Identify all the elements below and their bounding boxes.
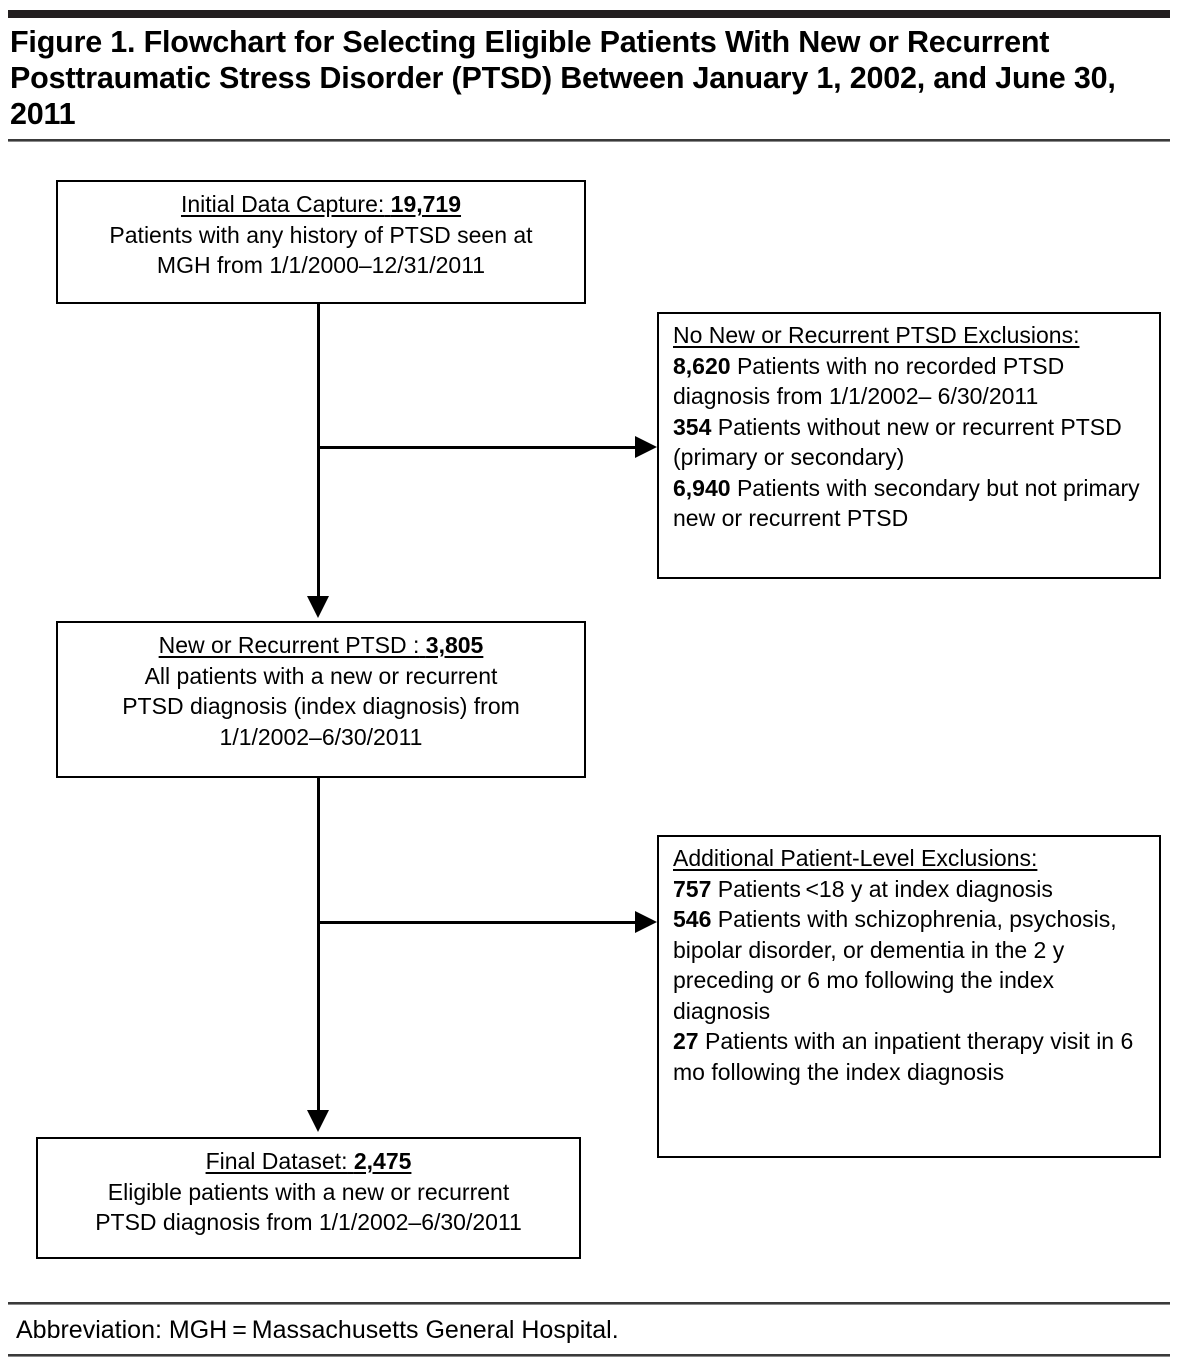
new-recurrent-line-3: PTSD diagnosis (index diagnosis) from — [122, 693, 520, 719]
node-new-or-recurrent-ptsd: New or Recurrent PTSD : 3,805 All patien… — [56, 621, 586, 778]
exclusions2-item: 546 Patients with schizophrenia, psychos… — [673, 904, 1151, 1026]
exclusions1-item-count: 6,940 — [673, 474, 731, 501]
exclusions1-header: No New or Recurrent PTSD Exclusions: — [673, 322, 1080, 348]
exclusions2-item-count: 757 — [673, 875, 712, 902]
exclusions2-item-count: 27 — [673, 1028, 699, 1054]
exclusions1-item-count: 8,620 — [673, 352, 731, 379]
initial-header-line: Initial Data Capture: 19,719 — [66, 189, 576, 220]
node-final-dataset: Final Dataset: 2,475 Eligible patients w… — [36, 1137, 581, 1259]
initial-line-3: MGH from 1/1/2000–12/31/2011 — [156, 252, 486, 278]
exclusions1-item-text: Patients with no recorded PTSD diagnosis… — [673, 352, 1065, 410]
final-header-line: Final Dataset: 2,475 — [46, 1146, 571, 1177]
connector-new-recurrent-to-exclusions2-line — [319, 921, 637, 924]
exclusions1-item: 8,620 Patients with no recorded PTSD dia… — [673, 351, 1151, 412]
exclusions2-item: 27 Patients with an inpatient therapy vi… — [673, 1026, 1151, 1087]
abbreviation-footnote: Abbreviation: MGH = Massachusetts Genera… — [16, 1316, 619, 1344]
new-recurrent-header-count: 3,805 — [425, 632, 484, 658]
connector-initial-to-exclusions1-line — [319, 446, 637, 449]
exclusions1-item-count: 354 — [673, 413, 712, 440]
initial-header-count: 19,719 — [390, 191, 462, 217]
connector-initial-to-exclusions1-arrowhead — [635, 436, 657, 458]
connector-new-recurrent-to-exclusions2-arrowhead — [635, 911, 657, 933]
new-recurrent-header-label: New or Recurrent PTSD : — [158, 632, 420, 658]
exclusions2-item-text: Patients with an inpatient therapy visit… — [673, 1028, 1134, 1085]
connector-new-recurrent-to-final-line — [317, 778, 320, 1115]
exclusions2-item-text: Patients with schizophrenia, psychosis, … — [673, 906, 1117, 1024]
exclusions2-item-count: 546 — [673, 906, 712, 932]
new-recurrent-line-2: All patients with a new or recurrent — [144, 662, 498, 689]
final-line-2: Eligible patients with a new or recurren… — [107, 1178, 510, 1205]
figure-title: Figure 1. Flowchart for Selecting Eligib… — [10, 25, 1116, 131]
exclusions2-header: Additional Patient-Level Exclusions: — [673, 845, 1038, 871]
exclusions2-item: 757 Patients <18 y at index diagnosis — [673, 874, 1151, 905]
final-line-3: PTSD diagnosis from 1/1/2002–6/30/2011 — [95, 1209, 522, 1235]
new-recurrent-header-line: New or Recurrent PTSD : 3,805 — [66, 630, 576, 661]
footer-divider-rule-bottom — [8, 1354, 1170, 1357]
node-initial-data-capture: Initial Data Capture: 19,719 Patients wi… — [56, 180, 586, 304]
exclusions2-item-text: Patients <18 y at index diagnosis — [711, 875, 1053, 902]
exclusions1-item-text: Patients with secondary but not primary … — [673, 474, 1140, 532]
initial-header-label: Initial Data Capture: — [180, 191, 385, 217]
new-recurrent-line-4: 1/1/2002–6/30/2011 — [219, 723, 423, 750]
connector-initial-to-new-recurrent-arrowhead — [307, 596, 329, 618]
connector-initial-to-new-recurrent-line — [317, 304, 320, 604]
title-divider-rule — [8, 139, 1170, 142]
footer-divider-rule-top — [8, 1302, 1170, 1305]
node-additional-patient-level-exclusions: Additional Patient-Level Exclusions: 757… — [657, 835, 1161, 1158]
exclusions1-item: 6,940 Patients with secondary but not pr… — [673, 473, 1151, 534]
final-header-count: 2,475 — [353, 1148, 412, 1174]
initial-line-2: Patients with any history of PTSD seen a… — [109, 221, 533, 248]
connector-new-recurrent-to-final-arrowhead — [307, 1110, 329, 1132]
final-header-label: Final Dataset: — [205, 1148, 348, 1174]
exclusions1-item-text: Patients without new or recurrent PTSD (… — [673, 413, 1122, 471]
node-no-new-or-recurrent-ptsd-exclusions: No New or Recurrent PTSD Exclusions: 8,6… — [657, 312, 1161, 579]
exclusions1-item: 354 Patients without new or recurrent PT… — [673, 412, 1151, 473]
top-border-rule — [8, 10, 1170, 18]
